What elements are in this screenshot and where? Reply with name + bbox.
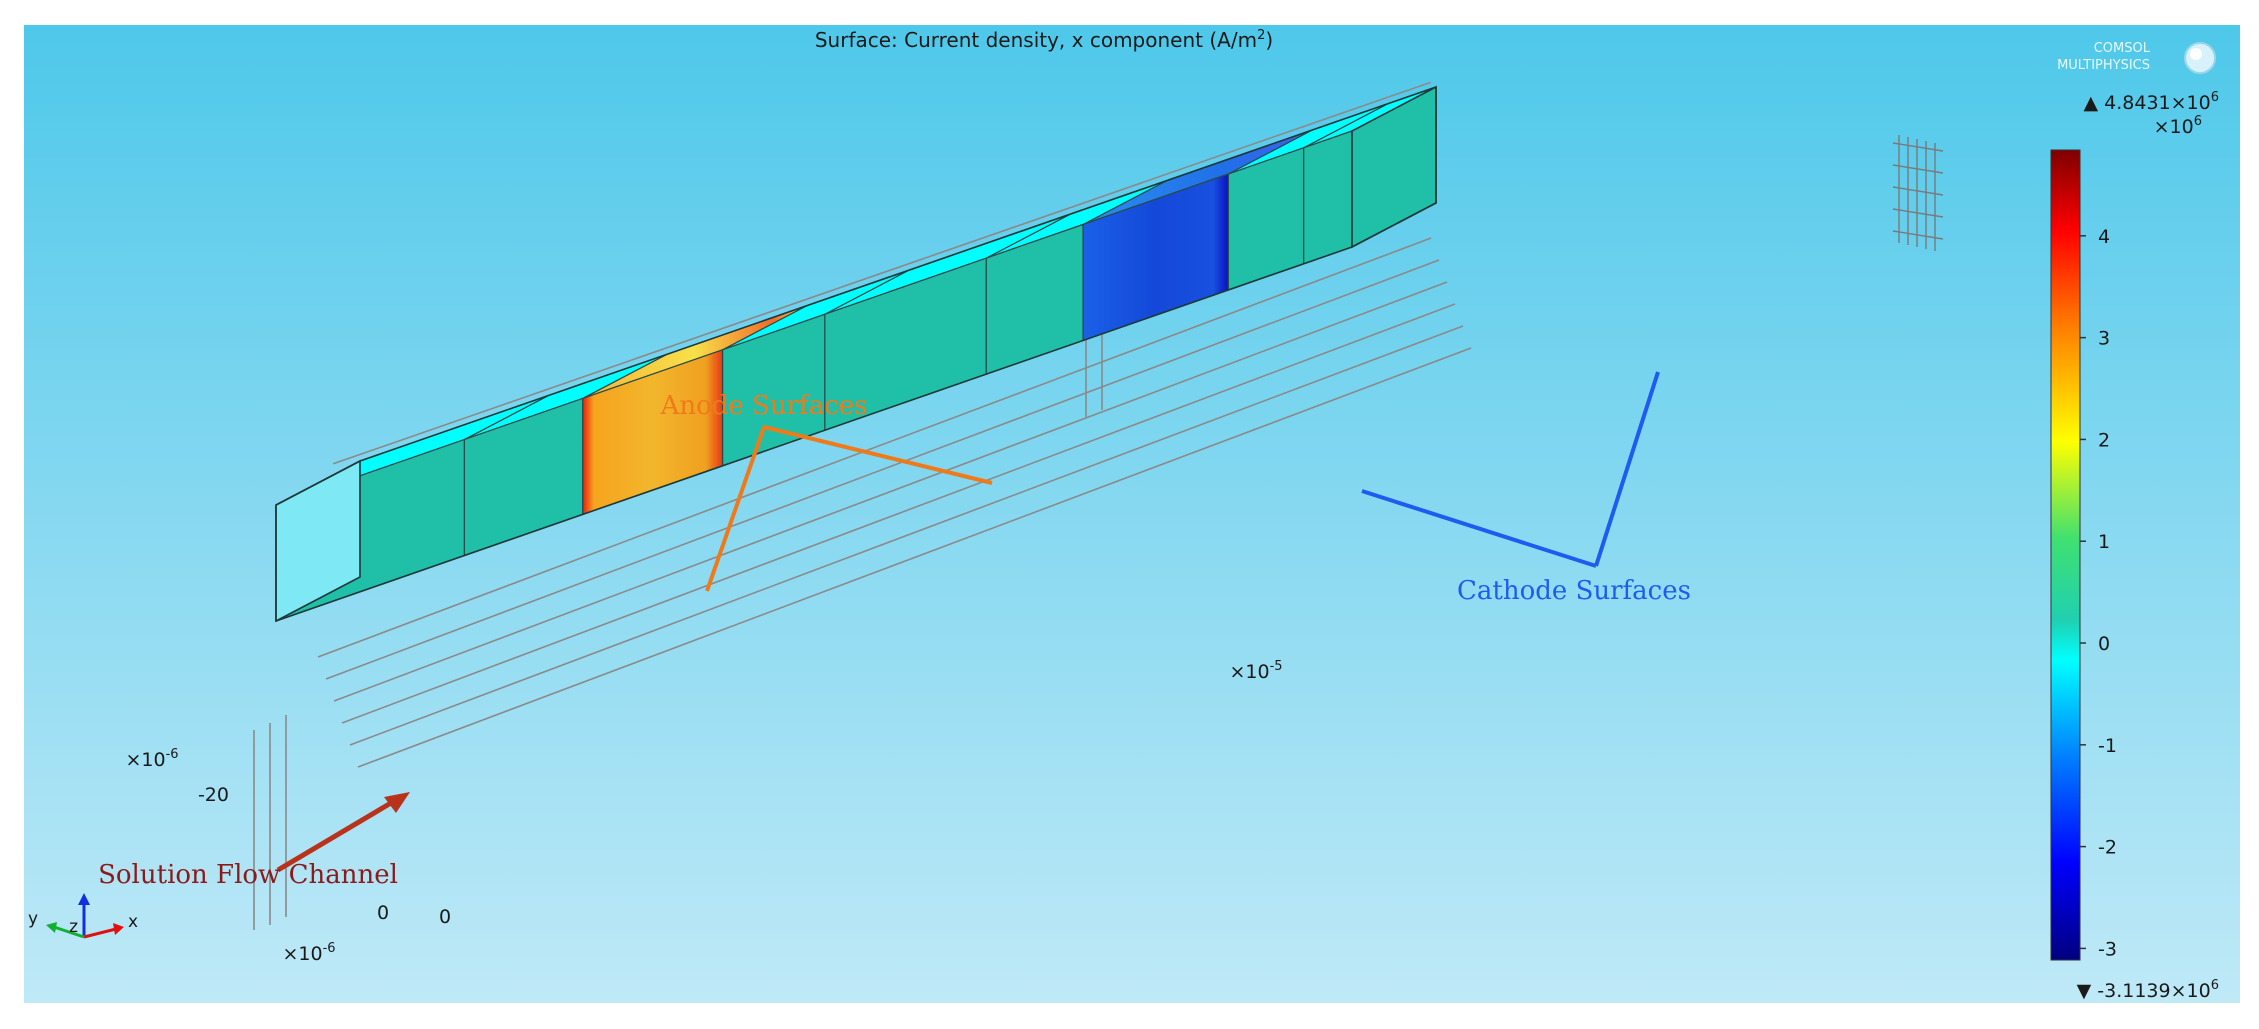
colorbar-max-label: ▲ 4.8431×106 [2083,90,2219,114]
cathode-annotation: Cathode Surfaces [1361,371,1691,606]
channel-segment [463,353,667,557]
colorbar-tick-label: -1 [2098,735,2117,757]
colorbar-ticks: 4 3 2 1 0 -1 -2 -3 [2080,226,2117,960]
coordinate-triad: z x y [28,893,138,939]
colorbar-tick-label: 1 [2098,531,2110,553]
colorbar-tick-label: 3 [2098,328,2110,350]
triad-x-label: x [128,912,138,932]
comsol-logo: COMSOL MULTIPHYSICS [2057,41,2216,74]
end-grid-mesh [1892,135,1944,251]
flow-channel-geometry [275,85,1437,623]
anode-annotation: Anode Surfaces [660,391,993,592]
plot-title: Surface: Current density, x component (A… [815,28,1273,52]
z-axis-tick: -20 [198,784,229,806]
anode-label: Anode Surfaces [660,391,868,421]
channel-label: Solution Flow Channel [98,860,398,890]
x-axis-tick: 0 [439,906,451,928]
colorbar-tick-label: 2 [2098,429,2110,451]
channel-segment [985,179,1168,376]
channel-segment [1302,86,1437,265]
channel-annotation: Solution Flow Channel [98,792,410,890]
logo-line1: COMSOL [2094,41,2151,56]
colorbar-tick-label: -2 [2098,837,2117,859]
y-axis-multiplier: ×10-6 [282,941,335,965]
cathode-surface-segment [1082,129,1313,342]
colorbar-tick-label: 0 [2098,633,2110,655]
colorbar-multiplier: ×106 [2154,114,2202,138]
y-axis-tick: 0 [377,902,389,924]
logo-line2: MULTIPHYSICS [2057,58,2150,73]
triad-z-label: z [69,917,78,937]
colorbar-tick-label: 4 [2098,226,2110,248]
colorbar-legend: ▲ 4.8431×106 ×106 4 3 2 1 0 -1 -2 -3 ▼ -3.1139×… [2050,90,2219,1002]
z-axis-multiplier: ×10-6 [125,747,178,771]
x-axis-multiplier: ×10-5 [1229,659,1282,683]
comsol-graphics-viewport[interactable]: Surface: Current density, x component (A… [24,25,2240,1003]
colorbar-tick-label: -3 [2098,938,2117,960]
triad-y-label: y [28,909,38,929]
colorbar-min-label: ▼ -3.1139×106 [2077,978,2219,1002]
colorbar-gradient [2050,149,2081,961]
cathode-label: Cathode Surfaces [1457,576,1691,606]
